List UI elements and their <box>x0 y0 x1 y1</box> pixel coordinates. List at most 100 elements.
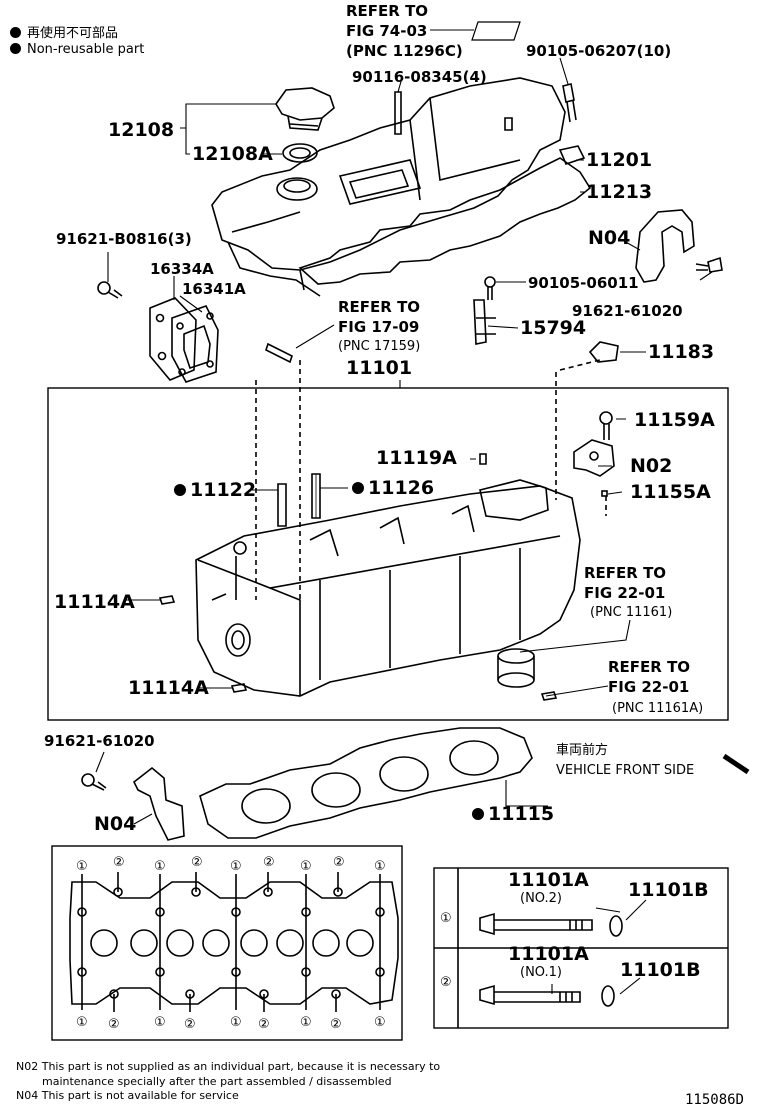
ref-refer-74: REFER TO <box>346 2 428 20</box>
ref-flag-icon <box>471 21 521 41</box>
label-91621-61020-bottom: 91621-61020 <box>44 732 155 750</box>
non-reusable-dot-icon <box>352 482 364 494</box>
cylinder-head-gasket[interactable] <box>199 727 533 839</box>
bolt-91621-61020-bottom[interactable] <box>81 773 107 791</box>
non-reusable-dot-icon <box>472 808 484 820</box>
bracket-15794[interactable] <box>473 299 496 345</box>
label-12108: 12108 <box>108 119 174 141</box>
washer-no1[interactable] <box>601 985 615 1007</box>
label-16334A: 16334A <box>150 260 214 278</box>
legend-en: Non-reusable part <box>10 42 144 57</box>
ref-pnc-17159: (PNC 17159) <box>338 339 420 354</box>
label-11101: 11101 <box>346 357 412 379</box>
label-11183: 11183 <box>648 341 714 363</box>
table-washer-row2: 11101B <box>620 959 701 981</box>
front-en: VEHICLE FRONT SIDE <box>556 763 694 778</box>
label-16341A: 16341A <box>182 280 246 298</box>
plug-11114A-upper[interactable] <box>158 595 176 605</box>
label-11201: 11201 <box>586 149 652 171</box>
label-11122: 11122 <box>190 479 256 501</box>
note-n02: N02 This part is not supplied as an indi… <box>16 1060 441 1073</box>
label-90105-06207: 90105-06207(10) <box>526 42 671 60</box>
svg-text:①: ① <box>300 1015 312 1030</box>
valve-guide-11122[interactable] <box>277 483 287 527</box>
stud-bolt[interactable] <box>394 91 402 135</box>
ref-fig-22a: FIG 22-01 <box>584 584 665 602</box>
bearing-cap-n02[interactable] <box>573 439 615 477</box>
svg-text:①: ① <box>76 1015 88 1030</box>
table-part-row2: 11101A <box>508 943 589 965</box>
svg-text:②: ② <box>113 855 125 870</box>
table-washer-row1: 11101B <box>628 879 709 901</box>
valve-guide-11126[interactable] <box>311 473 321 519</box>
ref-fig-17: FIG 17-09 <box>338 318 419 336</box>
part-labels: REFER TO FIG 74-03 (PNC 11296C) 90105-06… <box>44 2 715 990</box>
cover-bolt[interactable] <box>562 83 577 123</box>
ref-pnc-11161: (PNC 11161) <box>590 605 672 620</box>
washer-no2[interactable] <box>609 915 623 937</box>
pipe-stud[interactable] <box>265 342 293 364</box>
head-bolt-no1[interactable] <box>479 984 581 1006</box>
bolt-91621-B0816[interactable] <box>97 281 123 299</box>
svg-text:②: ② <box>330 1017 342 1032</box>
note-n04: N04 This part is not available for servi… <box>16 1089 239 1102</box>
front-jp: 車両前方 <box>556 742 608 758</box>
cap-gasket[interactable] <box>282 143 318 163</box>
bolt-11159A[interactable] <box>599 411 613 440</box>
label-n04-bottom: N04 <box>94 813 136 835</box>
svg-text:②: ② <box>184 1017 196 1032</box>
pin-11119A[interactable] <box>479 453 487 465</box>
svg-text:①: ① <box>374 859 386 874</box>
label-n02: N02 <box>630 455 672 477</box>
oil-filler-cap[interactable] <box>275 87 335 131</box>
head-bolt-no2[interactable] <box>479 912 593 936</box>
bolt-order-markers: ① ② ① ② ① ② ① ② ① ① ② ① ② ① ② ① ② ① <box>76 855 386 1032</box>
label-11126: 11126 <box>368 477 434 499</box>
label-91621-61020-top: 91621-61020 <box>572 302 683 320</box>
front-arrow-icon <box>722 753 750 775</box>
svg-text:①: ① <box>76 859 88 874</box>
plug-11161A[interactable] <box>540 691 558 701</box>
table-marker-2: ② <box>440 975 452 990</box>
label-91621-B0816: 91621-B0816(3) <box>56 230 192 248</box>
table-part-row1: 11101A <box>508 869 589 891</box>
note-n02-cont: maintenance specially after the part ass… <box>42 1074 392 1088</box>
pin-11155A[interactable] <box>601 490 608 497</box>
bolt-90105-06011[interactable] <box>484 276 496 300</box>
label-11213: 11213 <box>586 181 652 203</box>
svg-text:②: ② <box>258 1017 270 1032</box>
label-11155A: 11155A <box>630 481 711 503</box>
svg-text:①: ① <box>230 859 242 874</box>
svg-text:②: ② <box>108 1017 120 1032</box>
gasket-16341A[interactable] <box>171 305 219 383</box>
svg-text:①: ① <box>230 1015 242 1030</box>
bolt-91621-61020-top[interactable] <box>695 256 723 273</box>
cylinder-head-cover[interactable] <box>211 77 566 297</box>
cylinder-head[interactable] <box>195 479 581 697</box>
label-n04-top: N04 <box>588 227 630 249</box>
label-15794: 15794 <box>520 317 586 339</box>
ref-fig-74: FIG 74-03 <box>346 22 427 40</box>
non-reusable-dot-icon <box>174 484 186 496</box>
plug-11183[interactable] <box>588 341 619 363</box>
label-12108A: 12108A <box>192 143 273 165</box>
bracket-n04-bottom[interactable] <box>132 766 185 841</box>
seal-fig22-01[interactable] <box>497 648 535 688</box>
plug-11114A-lower[interactable] <box>230 683 248 693</box>
svg-text:①: ① <box>154 1015 166 1030</box>
table-note-row2: (NO.1) <box>520 965 562 980</box>
bolt-order-head-outline <box>69 872 399 1012</box>
plate-16334A[interactable] <box>149 297 197 381</box>
non-reusable-dot-icon <box>10 27 21 38</box>
bolt-table-grid <box>434 868 728 1028</box>
cover-gasket[interactable] <box>298 157 592 285</box>
label-90105-06011: 90105-06011 <box>528 274 639 292</box>
non-reusable-dot-icon <box>10 43 21 54</box>
grommet[interactable] <box>558 145 586 165</box>
bracket-n04-top[interactable] <box>635 209 695 283</box>
ref-refer-17: REFER TO <box>338 298 420 316</box>
label-11115: 11115 <box>488 803 554 825</box>
svg-text:②: ② <box>191 855 203 870</box>
svg-text:②: ② <box>263 855 275 870</box>
